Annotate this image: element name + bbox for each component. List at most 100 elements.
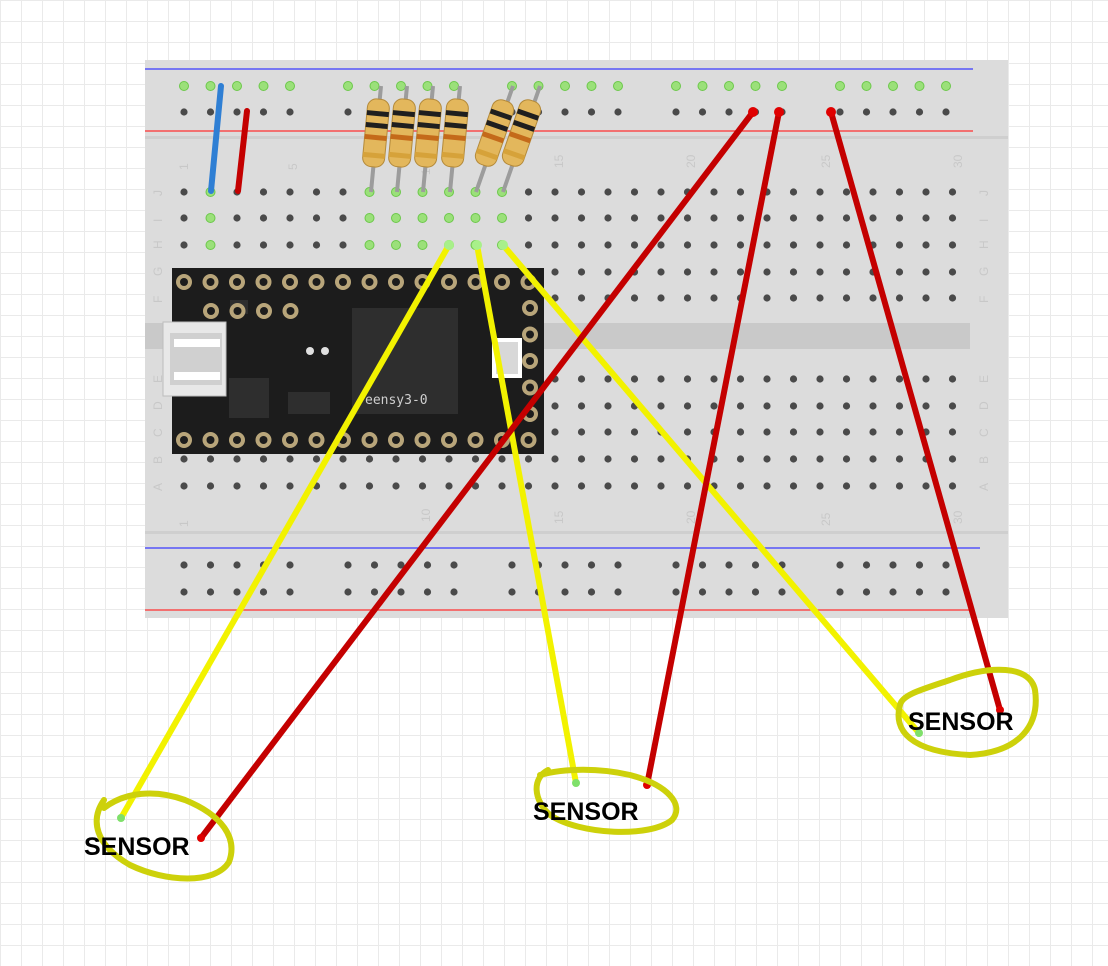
microcontroller-pin-hole <box>526 357 534 365</box>
breadboard-hole <box>205 213 216 223</box>
breadboard-hole <box>604 402 612 410</box>
breadboard-hole <box>861 81 872 91</box>
breadboard-hole <box>710 375 718 383</box>
breadboard-hole <box>671 81 681 91</box>
breadboard-hole <box>445 482 453 490</box>
breadboard-hole <box>604 268 612 276</box>
row-letter: G <box>151 267 165 276</box>
breadboard-hole <box>657 241 665 249</box>
breadboard-hole <box>587 561 596 569</box>
breadboard-hole <box>657 294 665 302</box>
breadboard-hole <box>895 402 904 410</box>
breadboard-hole <box>683 402 692 410</box>
breadboard-hole <box>577 241 586 249</box>
breadboard-hole <box>763 482 771 490</box>
breadboard-hole <box>895 375 904 383</box>
breadboard-hole <box>577 214 586 222</box>
sensor-annotation-2: SENSOR <box>533 766 680 835</box>
breadboard-hole <box>339 482 347 490</box>
microcontroller-label: eensy3-0 <box>365 393 428 408</box>
breadboard-hole <box>869 455 877 463</box>
breadboard-hole <box>698 108 707 116</box>
wire-endpoint <box>444 240 454 250</box>
microcontroller-pin-hole <box>471 436 480 444</box>
breadboard-hole <box>657 482 665 490</box>
sensor-annotation-1: SENSOR <box>84 790 235 882</box>
breadboard-hole <box>614 588 622 596</box>
column-number: 1 <box>177 163 191 170</box>
wire-endpoint <box>748 107 758 117</box>
breadboard-hole <box>922 402 930 410</box>
red-wire-sensor-1 <box>198 110 756 840</box>
resistor <box>388 98 416 168</box>
breadboard-hole <box>683 268 692 276</box>
red-jumper-wire <box>235 108 250 194</box>
breadboard-hole <box>206 108 215 116</box>
sensor-circle <box>93 790 235 882</box>
breadboard-hole <box>778 588 786 596</box>
breadboard-hole <box>233 455 241 463</box>
microcontroller-pin-hole <box>207 307 215 315</box>
breadboard-hole <box>587 588 596 596</box>
breadboard-hole <box>862 108 871 116</box>
microcontroller-board: eensy3-0 <box>172 268 544 454</box>
breadboard-hole <box>364 213 375 223</box>
breadboard-hole <box>842 455 851 463</box>
breadboard-hole <box>948 428 957 436</box>
breadboard-hole <box>551 214 559 222</box>
breadboard-hole <box>551 455 559 463</box>
breadboard-hole <box>630 482 639 490</box>
breadboard-hole <box>763 455 771 463</box>
breadboard-hole <box>392 482 400 490</box>
breadboard-hole <box>233 241 241 249</box>
breadboard-hole <box>630 428 639 436</box>
breadboard-hole <box>922 294 930 302</box>
microcontroller-pin-hole <box>233 278 241 286</box>
breadboard-hole <box>895 241 904 249</box>
breadboard-hole <box>842 482 851 490</box>
column-number: 20 <box>684 154 698 168</box>
breadboard-hole <box>577 294 586 302</box>
breadboard-hole <box>498 482 506 490</box>
breadboard-hole <box>657 214 665 222</box>
breadboard-hole <box>948 241 957 249</box>
breadboard-hole <box>816 482 824 490</box>
breadboard-hole <box>344 561 352 569</box>
breadboard-hole <box>710 241 718 249</box>
breadboard-hole <box>869 482 877 490</box>
breadboard-hole <box>391 240 401 250</box>
breadboard-hole <box>577 455 586 463</box>
row-letter: I <box>151 219 165 222</box>
row-letter: G <box>977 267 991 276</box>
breadboard-hole <box>683 482 692 490</box>
breadboard-hole <box>895 428 904 436</box>
power-rail-divider-top <box>145 136 1008 139</box>
breadboard-hole <box>777 81 787 91</box>
breadboard-hole <box>889 588 897 596</box>
column-number: 15 <box>552 510 566 524</box>
breadboard-hole <box>657 455 665 463</box>
breadboard-hole <box>816 375 824 383</box>
breadboard-hole <box>869 375 877 383</box>
breadboard-hole <box>683 375 692 383</box>
breadboard-hole <box>836 561 844 569</box>
breadboard-hole <box>698 588 707 596</box>
breadboard-hole <box>613 81 623 91</box>
resistor <box>414 98 442 168</box>
microcontroller-pin-hole <box>392 436 400 444</box>
breadboard-hole <box>604 375 612 383</box>
breadboard-hole <box>418 455 427 463</box>
breadboard-hole <box>672 108 680 116</box>
breadboard-hole <box>672 561 680 569</box>
microcontroller-pin-hole <box>233 436 241 444</box>
breadboard-hole <box>948 402 957 410</box>
row-letter: J <box>151 190 165 196</box>
microcontroller-pin-hole <box>259 436 268 444</box>
breadboard-hole <box>180 588 188 596</box>
breadboard-hole <box>836 108 844 116</box>
sensor-label: SENSOR <box>84 833 190 861</box>
breadboard-hole <box>763 214 771 222</box>
breadboard-hole <box>259 188 268 196</box>
breadboard-hole <box>816 188 824 196</box>
breadboard-hole <box>604 455 612 463</box>
